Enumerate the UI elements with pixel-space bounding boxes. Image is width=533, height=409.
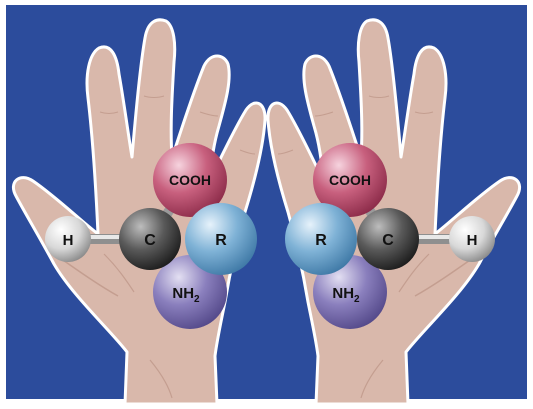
right-h-label: H bbox=[467, 232, 478, 249]
blue-background-panel bbox=[6, 5, 527, 399]
left-r-label: R bbox=[215, 232, 227, 249]
right-c-label: C bbox=[382, 232, 394, 249]
left-c-label: C bbox=[144, 232, 156, 249]
left-h-label: H bbox=[63, 232, 74, 249]
right-r-label: R bbox=[315, 232, 327, 249]
right-cooh-label: COOH bbox=[329, 172, 371, 188]
left-cooh-label: COOH bbox=[169, 172, 211, 188]
